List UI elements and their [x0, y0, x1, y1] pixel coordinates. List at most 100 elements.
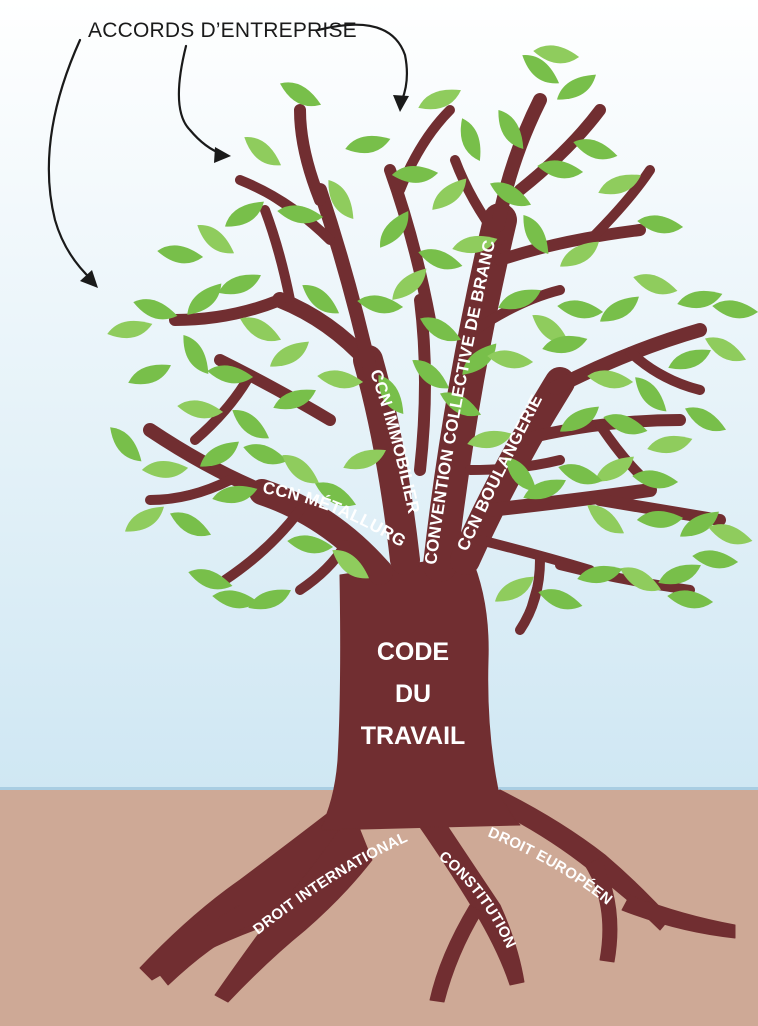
leaf [439, 392, 482, 416]
leaf [658, 564, 701, 585]
leaf [632, 470, 679, 489]
leaf [467, 430, 513, 449]
leaf [169, 512, 212, 536]
root-center [414, 814, 525, 986]
leaf [345, 135, 391, 154]
foliage [107, 45, 758, 610]
leaf [391, 166, 439, 183]
leaf [418, 249, 463, 270]
leaf [462, 343, 497, 375]
leaf [418, 89, 461, 110]
leaf [177, 400, 224, 419]
leaf [557, 300, 604, 319]
leaf [207, 365, 254, 384]
callout-arrowheads [80, 95, 409, 288]
leaf [637, 215, 684, 234]
leaf [498, 289, 541, 310]
leaf [603, 414, 648, 435]
leaf [494, 576, 534, 602]
leaf [647, 435, 693, 454]
leaf [197, 225, 235, 254]
leaf [542, 335, 588, 354]
leaf [667, 590, 714, 609]
leaf [273, 389, 316, 410]
root-left-tip [159, 904, 251, 986]
root-right-2 [584, 857, 618, 963]
leaf [505, 457, 537, 492]
leaf [269, 341, 309, 367]
leaf [317, 370, 364, 389]
leaf [635, 377, 667, 412]
leaf [532, 315, 570, 344]
root-right-tip [621, 894, 736, 939]
leaf [598, 174, 641, 195]
leaf [684, 407, 727, 431]
branch-convention [423, 203, 517, 582]
leaf [558, 464, 603, 485]
leaf [452, 235, 498, 254]
leaf [708, 524, 753, 545]
leaf [199, 441, 239, 467]
leaf [677, 290, 723, 309]
leaf [183, 334, 209, 374]
leaf [573, 139, 618, 160]
leaf [124, 506, 164, 532]
arrowhead-right [393, 95, 409, 112]
leaf [332, 550, 370, 579]
callout-arrow-left [47, 38, 94, 282]
leaf [599, 296, 639, 322]
leaf [282, 455, 320, 484]
arrowhead-left [80, 270, 98, 288]
leaf [594, 456, 634, 482]
leaf [212, 485, 258, 504]
leaf [287, 535, 334, 554]
trunk-label-line-3: TRAVAIL [361, 722, 466, 750]
leaf [489, 182, 532, 206]
leaf [523, 214, 549, 254]
leaf [224, 201, 264, 227]
leaf [133, 299, 178, 320]
leaf [188, 569, 233, 590]
trunk-label-line-2: DU [395, 680, 431, 708]
trunk [319, 554, 521, 831]
callout-arrow-right [316, 23, 409, 102]
leaf [460, 118, 481, 161]
root-center-tip [429, 904, 483, 1003]
leaf [343, 449, 386, 470]
leaf [239, 317, 282, 341]
leaf [487, 350, 534, 369]
leaf [357, 295, 404, 314]
leaf [157, 245, 204, 264]
leaf [314, 482, 357, 506]
leaf [556, 74, 596, 100]
branch-metallurgie [249, 479, 393, 585]
leaf [328, 179, 354, 219]
leaf [523, 479, 566, 500]
arrowhead-middle [214, 147, 231, 163]
callout-label: ACCORDS D’ENTREPRISE [88, 19, 357, 42]
leaf [559, 241, 599, 267]
leaf [577, 565, 623, 584]
leaf [679, 511, 719, 537]
leaf [232, 410, 270, 439]
leaf [128, 364, 171, 385]
leaf [522, 55, 560, 84]
leaf [633, 274, 678, 295]
leaf [380, 210, 409, 248]
leaf [412, 360, 450, 389]
leaf [107, 320, 153, 339]
leaf [378, 374, 404, 414]
trunk-label-line-1: CODE [377, 638, 449, 666]
leaf [537, 160, 584, 179]
leaf [538, 589, 583, 610]
leaf [187, 283, 222, 315]
root-left-2 [214, 809, 373, 1003]
leaf [636, 511, 684, 528]
leaf [243, 444, 288, 465]
leaf [619, 567, 662, 591]
leaf [141, 461, 189, 478]
callout-arrows [47, 23, 409, 282]
leaf [244, 137, 282, 166]
